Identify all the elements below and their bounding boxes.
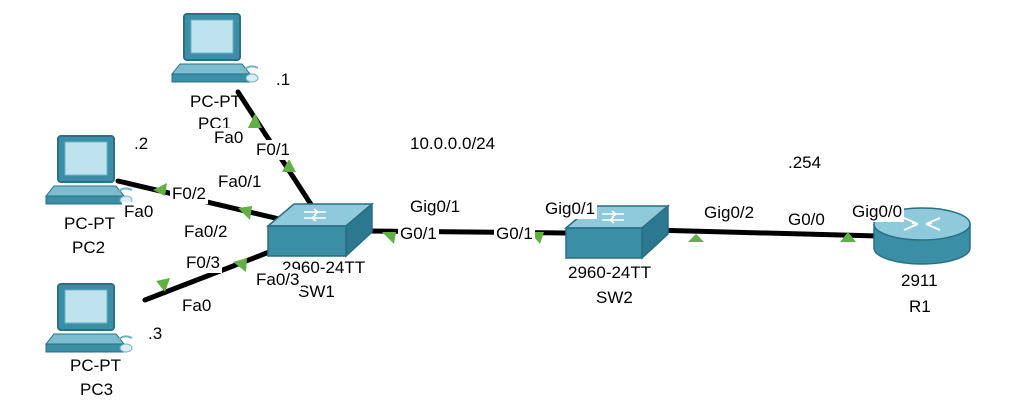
link-light-r1 [840, 232, 856, 242]
pc-icon[interactable] [44, 283, 133, 353]
sw1-f01-label: F0/1 [254, 140, 293, 160]
sw2-gig02-label: Gig0/2 [702, 203, 757, 223]
r1-address-note: .254 [788, 153, 822, 172]
pc2-address-note: .2 [134, 134, 149, 153]
switch-icon[interactable] [563, 204, 671, 260]
sw1-f03-label: F0/3 [184, 253, 223, 273]
link-light-sw1-f02 [238, 206, 252, 220]
sw1-f02-label: F0/2 [170, 184, 209, 204]
r1-gig00-label: Gig0/0 [850, 202, 905, 222]
sw1-name-label: SW1 [298, 282, 335, 301]
cables [115, 89, 881, 303]
sw1-g01-label: G0/1 [398, 224, 439, 244]
link-light-sw1-g01 [382, 232, 396, 244]
sw1-fa02-label: Fa0/2 [182, 222, 230, 242]
pc2-model-label: PC-PT [64, 214, 115, 233]
pc1-port-label: Fa0 [212, 128, 246, 148]
pc3-port-label: Fa0 [180, 296, 214, 316]
sw2-g01-label: G0/1 [494, 224, 535, 244]
pc-icon[interactable] [170, 13, 259, 83]
r1-model-label: 2911 [901, 271, 938, 290]
pc3-address-note: .3 [148, 324, 163, 343]
switch-icon[interactable] [265, 202, 375, 258]
sw2-name-label: SW2 [596, 288, 633, 307]
sw1-fa01-label: Fa0/1 [216, 172, 264, 192]
r1-name-label: R1 [909, 297, 931, 316]
link-light-pc2 [153, 183, 167, 196]
pc3-name-label: PC3 [80, 380, 114, 399]
link-light-pc3 [156, 278, 170, 292]
link-light-sw1-f03 [233, 258, 247, 272]
pc2-port-label: Fa0 [122, 202, 156, 222]
sw2-gig01-label: Gig0/1 [543, 199, 598, 219]
pc1-model-label: PC-PT [190, 92, 241, 111]
pc2-name-label: PC2 [72, 238, 106, 257]
sw1-fa03-label: Fa0/3 [254, 270, 302, 290]
pc3-model-label: PC-PT [70, 356, 121, 375]
sw1-model-label: 2960-24TT [282, 258, 366, 277]
sw2-model-label: 2960-24TT [568, 263, 652, 282]
link-light-sw2-g02 [688, 234, 704, 242]
pc-icon[interactable] [44, 135, 133, 205]
sw1-gig01-label: Gig0/1 [408, 197, 463, 217]
link-light-sw1-f01 [282, 159, 296, 172]
link-light-pc1 [248, 113, 262, 128]
pc1-address-note: .1 [276, 70, 291, 89]
r1-g00-label: G0/0 [786, 210, 827, 230]
subnet-note: 10.0.0.0/24 [410, 134, 496, 153]
cable-sw2-r1[interactable] [649, 227, 881, 239]
